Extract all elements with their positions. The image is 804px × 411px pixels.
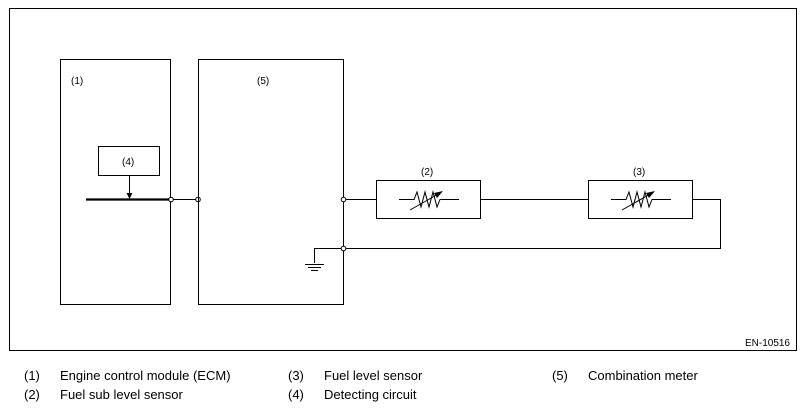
variable-resistor-icon (399, 190, 459, 211)
return-ground-wire (346, 199, 721, 249)
legend-text: Engine control module (ECM) (60, 368, 231, 383)
detect-arrow-head (126, 193, 133, 199)
meter-signal-terminal (340, 196, 347, 203)
legend-text: Fuel level sensor (324, 368, 423, 383)
fuel-level-sensor-label: (3) (633, 167, 645, 178)
ecm-box (60, 59, 171, 305)
ecm-label: (1) (71, 76, 83, 87)
ground-icon (305, 264, 324, 271)
detecting-circuit-label: (4) (122, 157, 134, 168)
combination-meter-box (198, 59, 344, 305)
fuel-sub-level-sensor-box (376, 180, 481, 219)
legend-number: (5) (552, 368, 568, 383)
combination-meter-label: (5) (257, 76, 269, 87)
ecm-terminal (168, 196, 174, 203)
legend-text: Fuel sub level sensor (60, 387, 183, 402)
detecting-circuit-box (98, 146, 160, 176)
legend-number: (4) (288, 387, 304, 402)
legend-number: (1) (24, 368, 40, 383)
figure-code: EN-10516 (745, 338, 790, 349)
meter-ground-terminal (340, 245, 347, 252)
variable-resistor-icon (611, 190, 671, 211)
fuel-sub-level-sensor-label: (2) (421, 167, 433, 178)
legend-number: (3) (288, 368, 304, 383)
legend-text: Detecting circuit (324, 387, 417, 402)
diagram-frame (9, 8, 797, 351)
legend-number: (2) (24, 387, 40, 402)
legend-text: Combination meter (588, 368, 698, 383)
